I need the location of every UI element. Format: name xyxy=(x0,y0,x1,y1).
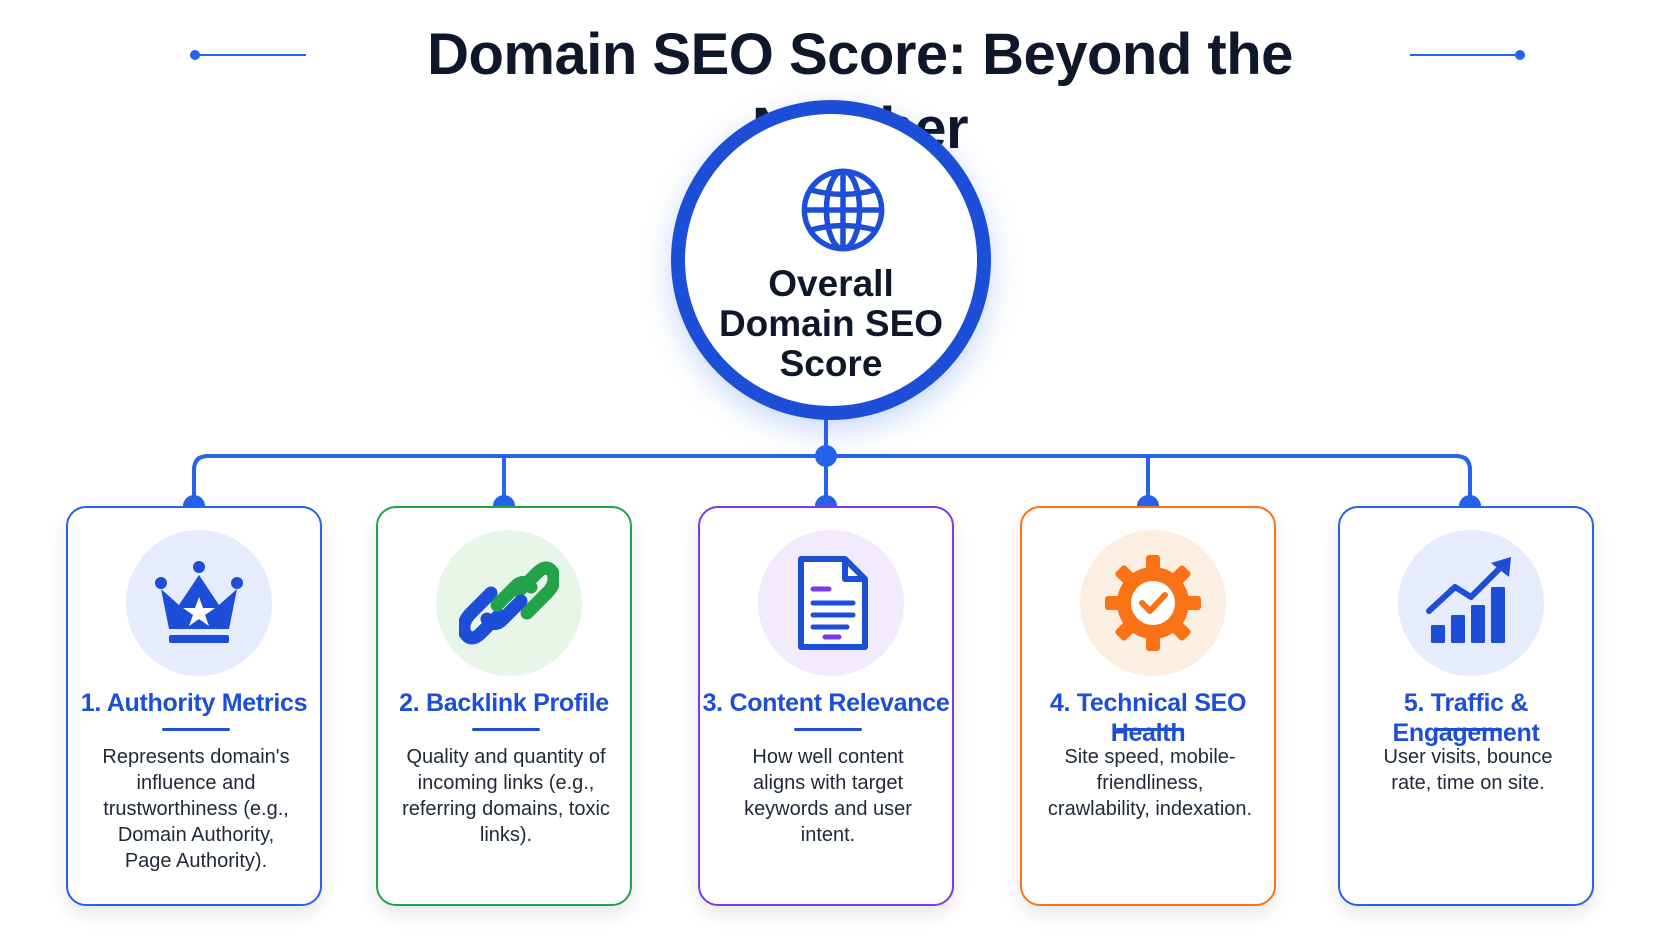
card-traffic-engagement: 5. Traffic & Engagement User visits, bou… xyxy=(1338,506,1594,906)
connector-bus xyxy=(192,454,1472,508)
card-title-rule xyxy=(1434,728,1502,731)
card-title: 3. Content Relevance xyxy=(702,689,950,717)
document-icon xyxy=(798,556,868,650)
card-title-rule xyxy=(162,728,230,731)
link-icon-badge xyxy=(436,530,582,676)
overall-score-label: Overall Domain SEO Score xyxy=(718,263,944,384)
card-technical-seo-health: 4. Technical SEO Health Site speed, mobi… xyxy=(1020,506,1276,906)
card-title-rule xyxy=(1116,728,1184,731)
card-title: 2. Backlink Profile xyxy=(399,689,609,717)
overall-score-circle: Overall Domain SEO Score xyxy=(671,100,991,420)
crown-icon xyxy=(155,561,243,643)
card-description: Site speed, mobile-friendliness, crawlab… xyxy=(1047,746,1253,820)
card-description: Quality and quantity of incoming links (… xyxy=(402,746,610,846)
card-title: 5. Traffic & Engagement xyxy=(1392,689,1540,747)
card-description: Represents domain's influence and trustw… xyxy=(102,746,290,872)
title-left-dot xyxy=(190,50,200,60)
card-title: 4. Technical SEO Health xyxy=(1049,689,1247,747)
title-area: Domain SEO Score: Beyond the Number xyxy=(0,18,1672,161)
growth-chart-icon xyxy=(1426,557,1511,643)
overall-score-inner: Overall Domain SEO Score xyxy=(685,114,977,406)
title-left-rule xyxy=(196,54,306,56)
document-icon-badge xyxy=(758,530,904,676)
gear-check-icon-badge xyxy=(1080,530,1226,676)
card-description: User visits, bounce rate, time on site. xyxy=(1383,746,1553,794)
card-content-relevance: 3. Content Relevance How well content al… xyxy=(698,506,954,906)
title-right-dot xyxy=(1515,50,1525,60)
card-title-rule xyxy=(472,728,540,731)
card-backlink-profile: 2. Backlink Profile Quality and quantity… xyxy=(376,506,632,906)
title-right-rule xyxy=(1410,54,1520,56)
card-authority-metrics: 1. Authority Metrics Represents domain's… xyxy=(66,506,322,906)
card-title-rule xyxy=(794,728,862,731)
globe-icon xyxy=(801,168,885,252)
gear-check-icon xyxy=(1105,555,1201,651)
card-title: 1. Authority Metrics xyxy=(80,689,308,717)
crown-icon-badge xyxy=(126,530,272,676)
link-icon xyxy=(459,561,559,645)
card-description: How well content aligns with target keyw… xyxy=(744,746,912,846)
growth-chart-icon-badge xyxy=(1398,530,1544,676)
connector-node-center xyxy=(815,445,837,467)
